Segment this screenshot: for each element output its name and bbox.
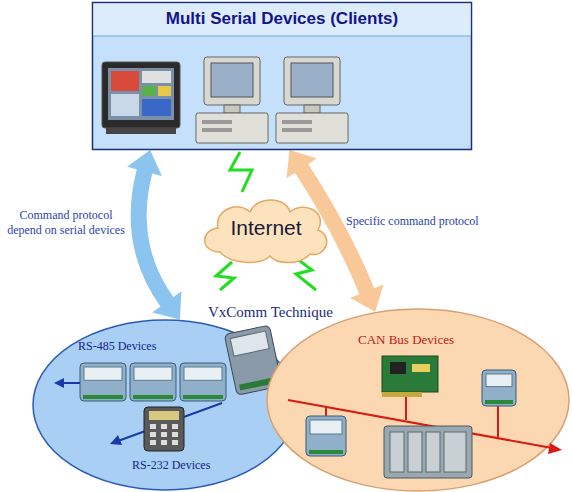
arrow-head bbox=[287, 150, 317, 178]
can-bus-ellipse: CAN Bus Devices bbox=[266, 308, 570, 492]
protocol-arrow bbox=[127, 150, 181, 320]
serial-devices-ellipse: RS-485 DevicesRS-232 Devices bbox=[32, 319, 298, 491]
group-label: RS-485 Devices bbox=[78, 339, 156, 354]
box-title: Multi Serial Devices (Clients) bbox=[92, 9, 472, 29]
arrow-head bbox=[152, 291, 181, 319]
internet-cloud: Internet bbox=[200, 192, 332, 266]
wireless-link bbox=[296, 258, 316, 290]
group-label: RS-232 Devices bbox=[132, 458, 210, 473]
arrow-head bbox=[350, 285, 383, 312]
wireless-link bbox=[216, 262, 234, 290]
technique-label: VxComm Technique bbox=[208, 304, 333, 321]
cloud-label: Internet bbox=[200, 216, 332, 240]
clients-box: Multi Serial Devices (Clients) bbox=[92, 2, 472, 150]
arrow-head bbox=[127, 150, 162, 176]
group-label: CAN Bus Devices bbox=[358, 332, 454, 348]
edge-label: Command protocol depend on serial device… bbox=[2, 208, 130, 238]
edge-label: Specific command protocol bbox=[346, 214, 516, 229]
arrow-band bbox=[139, 169, 168, 303]
wireless-link bbox=[230, 152, 252, 192]
